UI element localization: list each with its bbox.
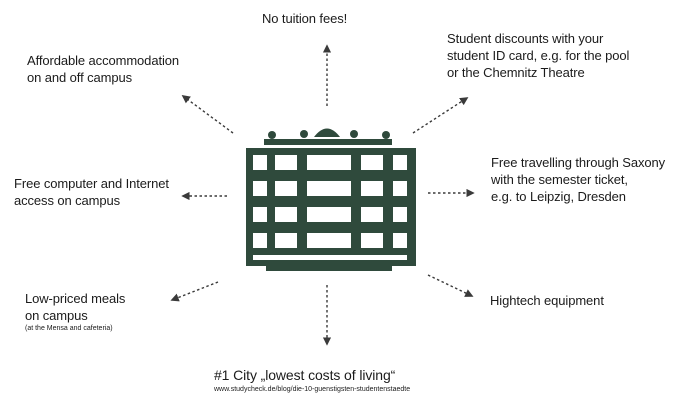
label-free-computer-line1: Free computer and Internet [14,176,169,191]
label-lowest-costs: #1 City „lowest costs of living“ www.stu… [214,367,410,394]
label-student-discounts-line2: student ID card, e.g. for the pool [447,48,630,63]
label-accommodation-line2: on and off campus [27,70,133,85]
university-building-icon [246,128,416,271]
label-free-travelling-line2: with the semester ticket, [491,172,628,187]
label-free-computer: Free computer and Internet access on cam… [14,175,169,209]
source-url: www.studycheck.de/blog/die-10-guenstigst… [214,386,411,393]
label-hightech: Hightech equipment [490,292,604,309]
label-low-priced-meals-line2: on campus [25,308,88,323]
label-free-travelling-line3: e.g. to Leipzig, Dresden [491,189,626,204]
label-no-tuition: No tuition fees! [262,10,347,27]
label-free-computer-line2: access on campus [14,193,121,208]
label-no-tuition-text: No tuition fees! [262,11,348,26]
label-accommodation: Affordable accommodation on and off camp… [27,52,179,86]
arrow-northeast [412,97,469,134]
label-free-travelling: Free travelling through Saxony with the … [491,154,665,205]
arrow-northwest [181,95,234,134]
label-student-discounts: Student discounts with your student ID c… [447,30,629,81]
label-student-discounts-line3: or the Chemnitz Theatre [447,65,585,80]
label-low-priced-meals-note: (at the Mensa and cafeteria) [25,325,113,332]
label-accommodation-line1: Affordable accommodation [27,53,180,68]
label-student-discounts-line1: Student discounts with your [447,31,604,46]
building-windows [253,155,407,260]
label-hightech-text: Hightech equipment [490,293,604,308]
arrow-southeast [427,274,474,297]
label-low-priced-meals-line1: Low-priced meals [25,291,126,306]
label-free-travelling-line1: Free travelling through Saxony [491,155,666,170]
label-low-priced-meals: Low-priced meals on campus (at the Mensa… [25,290,125,333]
arrow-southwest [170,281,219,302]
label-lowest-costs-text: #1 City „lowest costs of living“ [214,367,396,383]
